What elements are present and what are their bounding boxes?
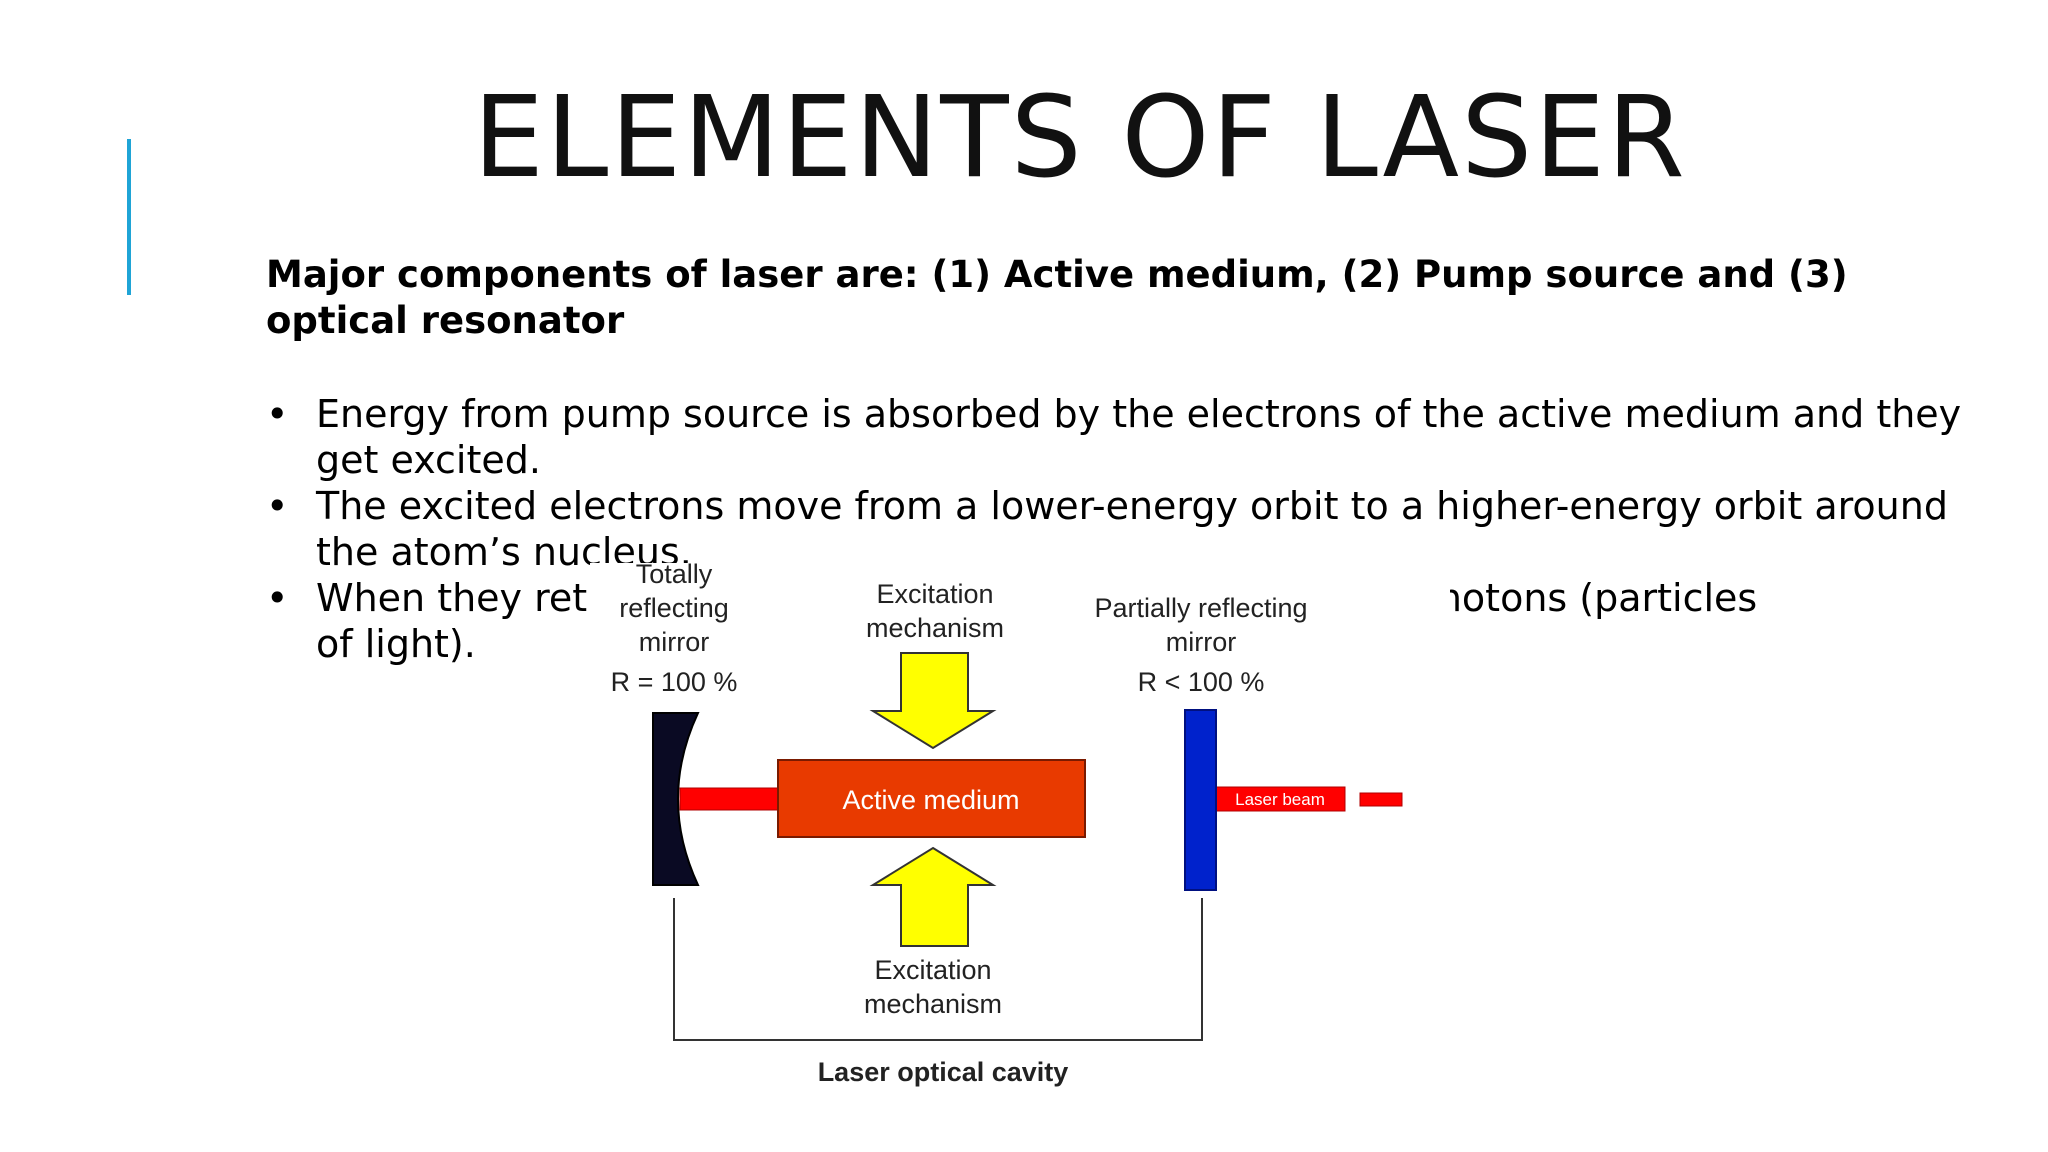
intro-text: Major components of laser are: (1) Activ… — [266, 253, 1848, 342]
bullet-text: Energy from pump source is absorbed by t… — [316, 392, 1962, 482]
back-mirror-shape — [652, 712, 700, 886]
bullet-item: • The excited electrons move from a lowe… — [266, 483, 2016, 575]
excitation-top-label-1: Excitation — [876, 579, 993, 609]
accent-bar — [127, 139, 131, 295]
output-mirror-label-1: Partially reflecting — [1094, 593, 1307, 623]
bullet-glyph: • — [266, 484, 289, 528]
excitation-bottom-label-2: mechanism — [864, 989, 1002, 1019]
bullet-text-start: When they retu — [316, 576, 612, 620]
excitation-arrow-down — [869, 652, 997, 750]
laser-diagram: Active medium Laser beam Totally reflect… — [590, 563, 1450, 1103]
active-medium-rect — [777, 759, 1086, 838]
back-mirror-label-1: Totally — [636, 563, 713, 589]
laser-beam-dash — [1359, 792, 1403, 807]
bullet-glyph: • — [266, 392, 289, 436]
excitation-top-label-2: mechanism — [866, 613, 1004, 643]
bullet-text: The excited electrons move from a lower-… — [316, 484, 1948, 574]
output-mirror-reflectance: R < 100 % — [1138, 667, 1265, 697]
bullet-glyph: • — [266, 576, 289, 620]
output-mirror-label-2: mirror — [1166, 627, 1236, 657]
bullet-item: • Energy from pump source is absorbed by… — [266, 391, 2016, 483]
cavity-bracket — [673, 898, 1203, 1041]
slide-title: ELEMENTS OF LASER — [473, 73, 1687, 203]
excitation-bottom-label-1: Excitation — [874, 955, 991, 985]
excitation-arrow-up — [869, 846, 997, 947]
cavity-label: Laser optical cavity — [818, 1057, 1069, 1087]
active-medium-label: Active medium — [842, 785, 1019, 815]
laser-beam-output — [1214, 786, 1346, 812]
back-mirror-reflectance: R = 100 % — [611, 667, 738, 697]
back-mirror-label-2: reflecting — [619, 593, 729, 623]
bullet-list: • Energy from pump source is absorbed by… — [266, 391, 2016, 667]
laser-beam-label: Laser beam — [1235, 790, 1325, 809]
bullet-text-continuation: of light). — [316, 622, 476, 666]
output-mirror-shape — [1184, 709, 1217, 891]
back-mirror-label-3: mirror — [639, 627, 709, 657]
